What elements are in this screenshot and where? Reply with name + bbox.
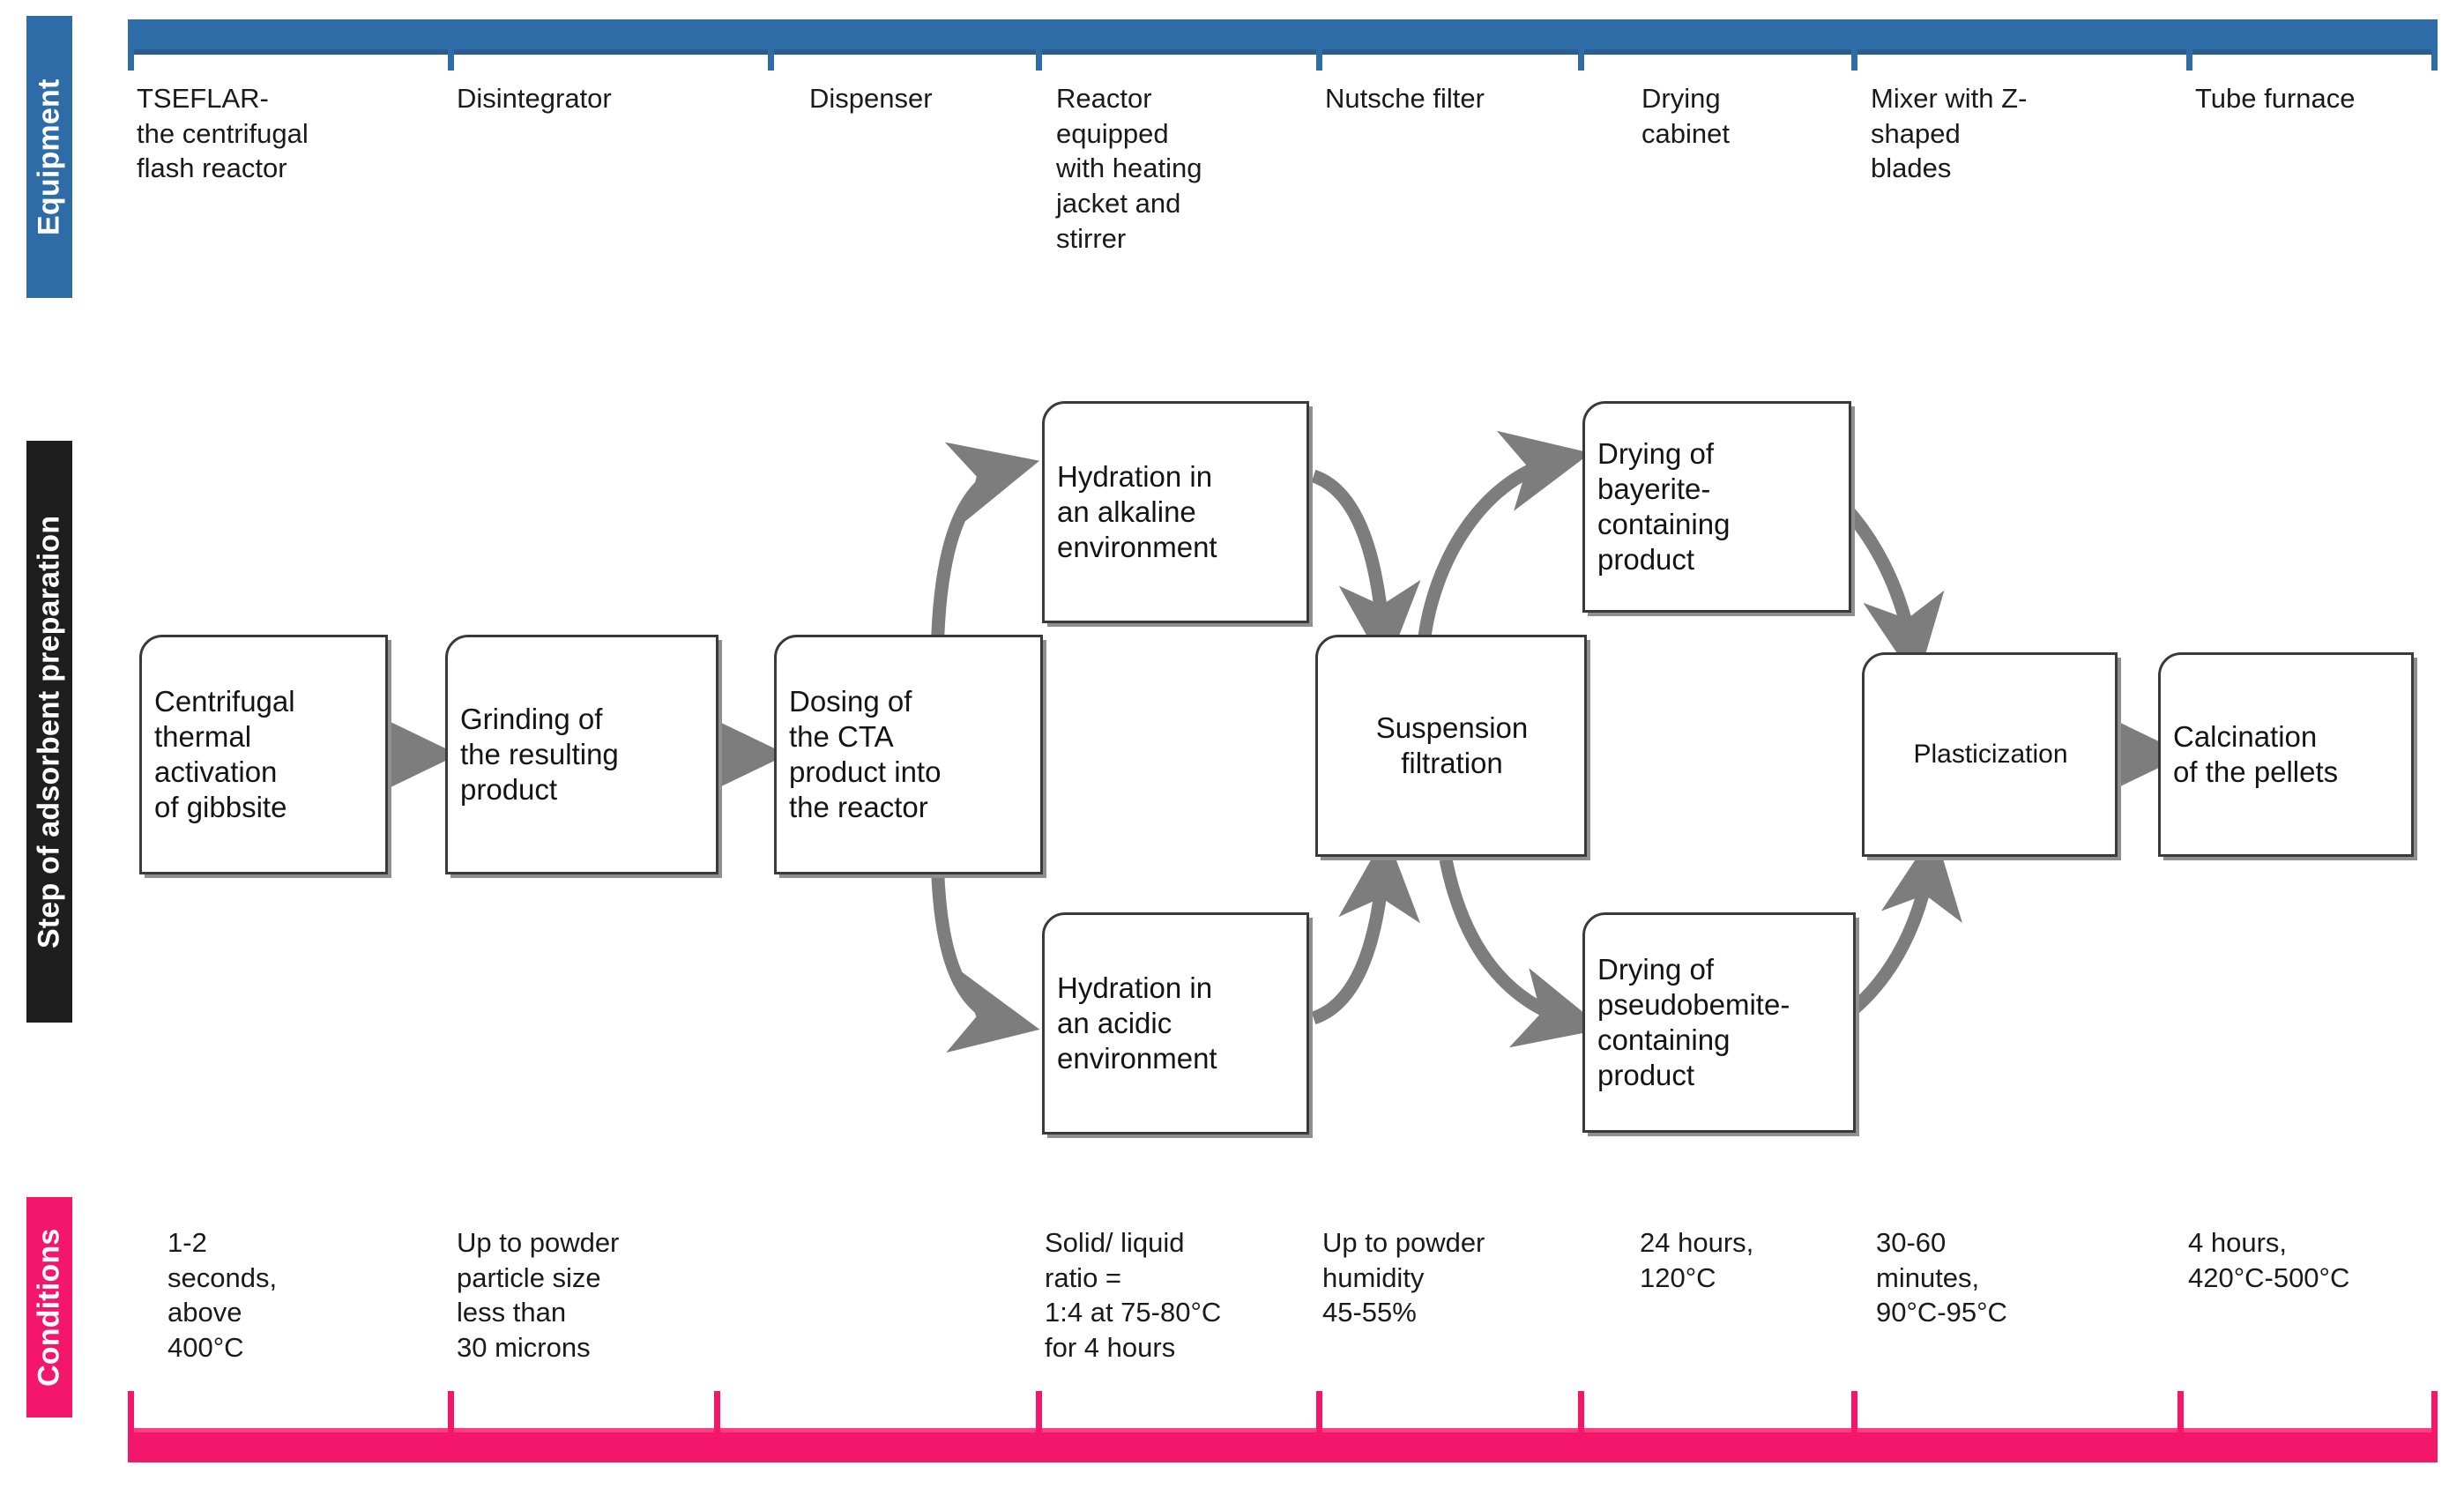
condition-item-activation: 1-2 seconds, above 400°C	[167, 1227, 278, 1364]
condition-item-plasticization: 30-60 minutes, 90°C-95°C	[1876, 1227, 2007, 1328]
conditions-tick	[128, 1391, 134, 1433]
condition-item-filtration: Up to powder humidity 45-55%	[1322, 1227, 1485, 1328]
band-label-conditions: Conditions	[26, 1197, 72, 1417]
equipment-item-reactor: Reactor equipped with heating jacket and…	[1056, 83, 1202, 254]
conditions-tick	[1316, 1391, 1322, 1433]
equipment-item-mixer: Mixer with Z- shaped blades	[1871, 83, 2028, 184]
step-box-plasticization[interactable]: Plasticization	[1862, 652, 2118, 857]
equipment-item-tseflar: TSEFLAR- the centrifugal flash reactor	[137, 83, 309, 184]
step-box-grinding[interactable]: Grinding of the resulting product	[445, 635, 718, 874]
equipment-tick	[128, 19, 134, 71]
step-box-dosing-cta[interactable]: Dosing of the CTA product into the react…	[774, 635, 1043, 874]
equipment-tick	[1036, 19, 1042, 71]
conditions-tick	[2177, 1391, 2184, 1433]
conditions-tick	[2431, 1391, 2438, 1433]
equipment-tick	[1316, 19, 1322, 71]
step-box-hydration-alkaline[interactable]: Hydration in an alkaline environment	[1042, 401, 1309, 623]
band-label-step-of-adsorbent-preparation: Step of adsorbent preparation	[26, 441, 72, 1023]
conditions-tick	[1036, 1391, 1042, 1433]
equipment-item-nutsche-filter: Nutsche filter	[1325, 83, 1485, 114]
equipment-item-dispenser: Dispenser	[809, 83, 933, 114]
step-box-label: Dosing of the CTA product into the react…	[789, 684, 942, 824]
step-box-label: Drying of pseudobemite- containing produ…	[1597, 952, 1790, 1092]
step-box-suspension-filtration[interactable]: Suspension filtration	[1315, 635, 1587, 857]
equipment-tick	[1578, 19, 1584, 71]
condition-item-hydration: Solid/ liquid ratio = 1:4 at 75-80°C for…	[1045, 1227, 1222, 1364]
condition-item-drying: 24 hours, 120°C	[1640, 1227, 1754, 1293]
step-box-label: Hydration in an acidic environment	[1057, 971, 1217, 1075]
step-box-calcination[interactable]: Calcination of the pellets	[2158, 652, 2414, 857]
equipment-tick	[2186, 19, 2192, 71]
step-box-label: Hydration in an alkaline environment	[1057, 459, 1217, 564]
equipment-tick	[768, 19, 774, 71]
step-box-centrifugal-thermal-activation[interactable]: Centrifugal thermal activation of gibbsi…	[139, 635, 388, 874]
conditions-tick	[448, 1391, 454, 1433]
step-box-drying-pseudoboehmite[interactable]: Drying of pseudobemite- containing produ…	[1582, 912, 1856, 1133]
step-box-label: Suspension filtration	[1375, 711, 1529, 779]
conditions-tick	[1851, 1391, 1857, 1433]
step-box-label: Drying of bayerite- containing product	[1597, 436, 1731, 577]
step-box-label: Plasticization	[1913, 739, 2068, 769]
step-box-label: Centrifugal thermal activation of gibbsi…	[154, 684, 295, 824]
step-box-hydration-acidic[interactable]: Hydration in an acidic environment	[1042, 912, 1309, 1135]
conditions-tick	[1578, 1391, 1584, 1433]
condition-item-calcination: 4 hours, 420°C-500°C	[2188, 1227, 2350, 1293]
equipment-tick	[1851, 19, 1857, 71]
equipment-axis-bar	[128, 19, 2438, 55]
conditions-axis-bar	[128, 1428, 2438, 1462]
equipment-item-tube-furnace: Tube furnace	[2195, 83, 2356, 114]
step-box-label: Grinding of the resulting product	[460, 702, 619, 807]
equipment-item-disintegrator: Disintegrator	[457, 83, 612, 114]
condition-item-grinding: Up to powder particle size less than 30 …	[457, 1227, 620, 1364]
step-box-label: Calcination of the pellets	[2173, 719, 2339, 788]
equipment-tick	[2431, 19, 2438, 71]
band-label-equipment: Equipment	[26, 16, 72, 298]
conditions-tick	[714, 1391, 720, 1433]
equipment-tick	[448, 19, 454, 71]
step-box-drying-bayerite[interactable]: Drying of bayerite- containing product	[1582, 401, 1851, 613]
equipment-item-drying-cabinet: Drying cabinet	[1641, 83, 1730, 149]
